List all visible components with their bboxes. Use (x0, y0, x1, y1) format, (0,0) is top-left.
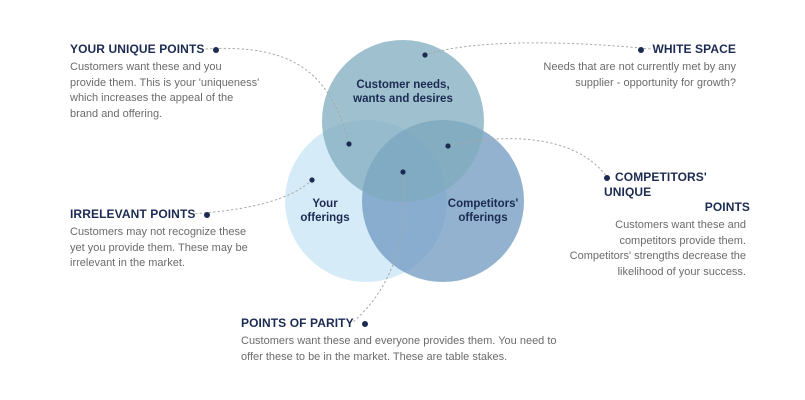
white-space-title: WHITE SPACE (652, 42, 736, 56)
your-unique-points-desc: Customers want these and you provide the… (70, 60, 300, 122)
white-space-callout: WHITE SPACE Needs that are not currently… (505, 42, 736, 91)
desc-line: Needs that are not currently met by any (543, 61, 736, 73)
your-offerings-label-line1: Your (312, 198, 338, 210)
competitors-offerings-label-line1: Competitors' (447, 198, 519, 210)
white-space-desc: Needs that are not currently met by any … (505, 60, 736, 91)
customer-needs-label-line1: Customer needs, (356, 79, 450, 91)
points-of-parity-callout: POINTS OF PARITY Customers want these an… (241, 316, 601, 365)
bullet-icon (203, 211, 210, 218)
your-unique-points-callout: YOUR UNIQUE POINTS Customers want these … (70, 42, 300, 122)
marker-dot-your-unique (346, 141, 352, 147)
desc-line: Customers want these and (615, 219, 746, 231)
competitors-unique-title-line2: POINTS (704, 200, 750, 214)
competitors-offerings-label: Competitors' offerings (433, 197, 533, 225)
desc-line: Customers may not recognize these (70, 226, 247, 238)
irrelevant-points-title: IRRELEVANT POINTS (70, 207, 196, 221)
marker-dot-white-space (422, 52, 428, 58)
connector-competitors-unique (447, 138, 608, 178)
desc-line: supplier - opportunity for growth? (575, 76, 736, 89)
points-of-parity-title: POINTS OF PARITY (241, 316, 354, 330)
marker-dot-irrelevant (309, 177, 315, 183)
your-unique-points-title: YOUR UNIQUE POINTS (70, 42, 205, 56)
marker-dot-parity (400, 169, 406, 175)
customer-needs-label: Customer needs, wants and desires (343, 78, 463, 106)
desc-line: irrelevant in the market. (70, 257, 185, 269)
desc-line: competitors provide them. (619, 234, 746, 247)
irrelevant-points-desc: Customers may not recognize these yet yo… (70, 225, 290, 272)
bullet-icon (212, 46, 219, 53)
desc-line: brand and offering. (70, 107, 163, 120)
customer-needs-label-line2: wants and desires (353, 93, 453, 105)
marker-dot-competitors-unique (445, 143, 451, 149)
desc-line: which increases the appeal of the (70, 92, 234, 104)
competitors-unique-title-line1: COMPETITORS' UNIQUE (604, 170, 707, 199)
desc-line: provide them. This is your 'uniqueness' (70, 76, 260, 89)
your-offerings-label: Your offerings (290, 197, 360, 225)
connector-your-unique (205, 47, 350, 145)
bullet-icon (604, 174, 610, 181)
connector-parity (351, 171, 405, 324)
competitors-unique-desc: Customers want these and competitors pro… (570, 218, 746, 280)
your-offerings-label-line2: offerings (300, 212, 350, 224)
competitors-offerings-label-line2: offerings (458, 212, 508, 224)
bullet-icon (361, 320, 368, 327)
desc-line: offer these to be in the market. These a… (241, 350, 508, 363)
connector-irrelevant (190, 179, 313, 215)
irrelevant-points-callout: IRRELEVANT POINTS Customers may not reco… (70, 207, 290, 272)
desc-line: likelihood of your success. (617, 265, 746, 278)
desc-line: yet you provide them. These may be (70, 241, 248, 254)
competitors-unique-points-callout: COMPETITORS' UNIQUE POINTS Customers wan… (570, 170, 754, 280)
customer-needs-circle (322, 40, 484, 202)
points-of-parity-desc: Customers want these and everyone provid… (241, 334, 601, 365)
desc-line: Competitors' strengths decrease the (569, 250, 746, 262)
connector-white-space (424, 42, 652, 56)
desc-line: Customers want these and you (70, 61, 222, 73)
bullet-icon (638, 46, 644, 53)
desc-line: Customers want these and everyone provid… (241, 335, 557, 347)
